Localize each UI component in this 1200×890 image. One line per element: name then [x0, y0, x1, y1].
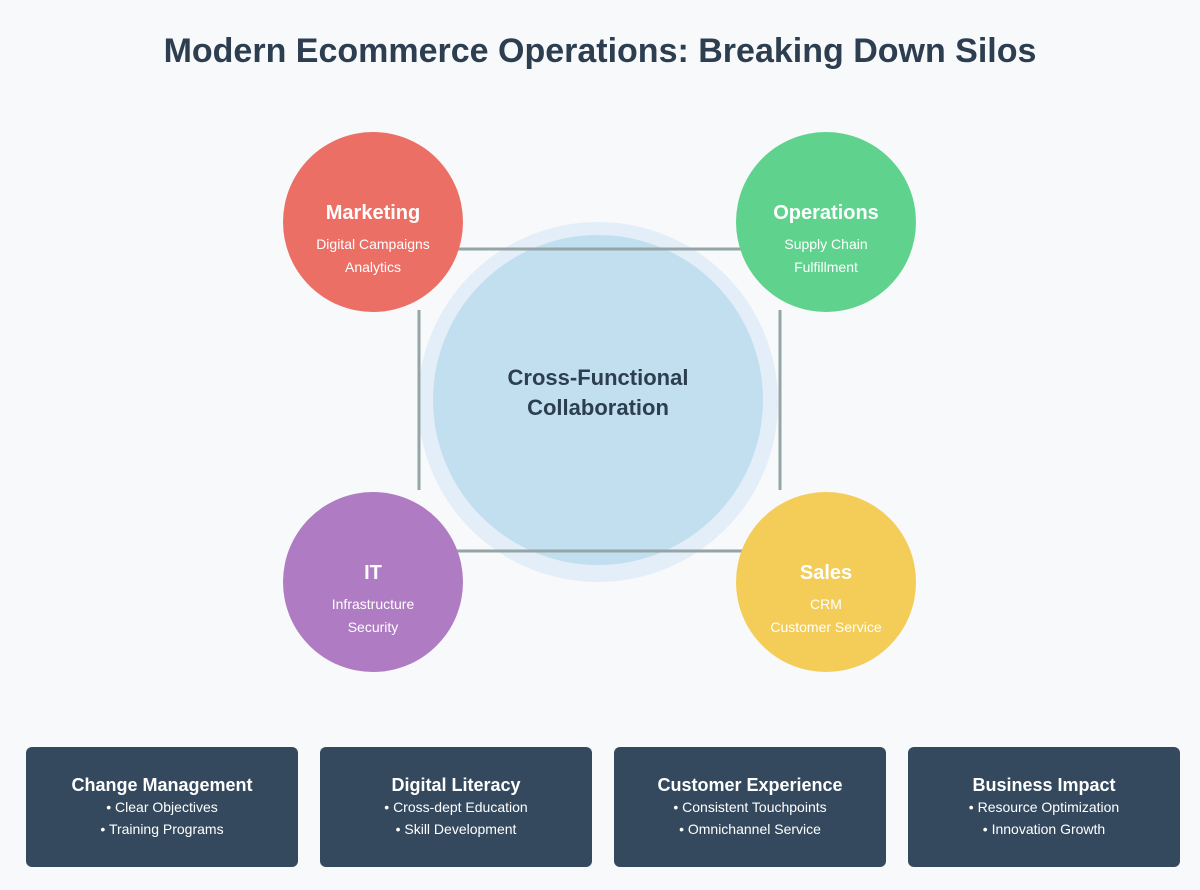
- department-circle: [283, 132, 463, 312]
- card-title: Change Management: [71, 775, 253, 795]
- card-item: • Cross-dept Education: [384, 799, 528, 815]
- department-item: Security: [348, 619, 399, 635]
- card-business-impact: Business Impact • Resource Optimization • …: [908, 747, 1180, 867]
- department-item: Customer Service: [770, 619, 881, 635]
- card-change-management: Change Management • Clear Objectives • Tra…: [26, 747, 298, 867]
- card-item: • Innovation Growth: [982, 821, 1106, 837]
- department-circle: [736, 492, 916, 672]
- card-item: • Resource Optimization: [968, 799, 1120, 815]
- department-name: IT: [364, 562, 382, 584]
- department-name: Marketing: [326, 202, 420, 224]
- page-title: Modern Ecommerce Operations: Breaking Do…: [163, 32, 1037, 70]
- department-item: Infrastructure: [332, 596, 415, 612]
- card-item: • Clear Objectives: [106, 799, 218, 815]
- department-item: Supply Chain: [784, 236, 867, 252]
- center-label-line1: Cross-Functional: [508, 365, 689, 390]
- department-item: Digital Campaigns: [316, 236, 430, 252]
- center-circle: [433, 235, 763, 565]
- card-title: Digital Literacy: [391, 775, 521, 795]
- card-digital-literacy: Digital Literacy • Cross-dept Education • …: [320, 747, 592, 867]
- card-item: • Training Programs: [100, 821, 224, 837]
- card-title: Customer Experience: [657, 775, 843, 795]
- department-circle: [736, 132, 916, 312]
- department-item: CRM: [810, 596, 842, 612]
- center-label-line2: Collaboration: [527, 395, 669, 420]
- card-title: Business Impact: [972, 775, 1116, 795]
- card-customer-experience: Customer Experience • Consistent Touchpoi…: [614, 747, 886, 867]
- collaboration-diagram: Cross-Functional Collaboration Marketing…: [283, 132, 916, 672]
- department-name: Operations: [773, 202, 879, 224]
- card-item: • Consistent Touchpoints: [673, 799, 827, 815]
- department-item: Fulfillment: [794, 259, 858, 275]
- card-item: • Skill Development: [395, 821, 517, 837]
- card-item: • Omnichannel Service: [679, 821, 821, 837]
- department-item: Analytics: [345, 259, 401, 275]
- department-name: Sales: [800, 562, 852, 584]
- department-circle: [283, 492, 463, 672]
